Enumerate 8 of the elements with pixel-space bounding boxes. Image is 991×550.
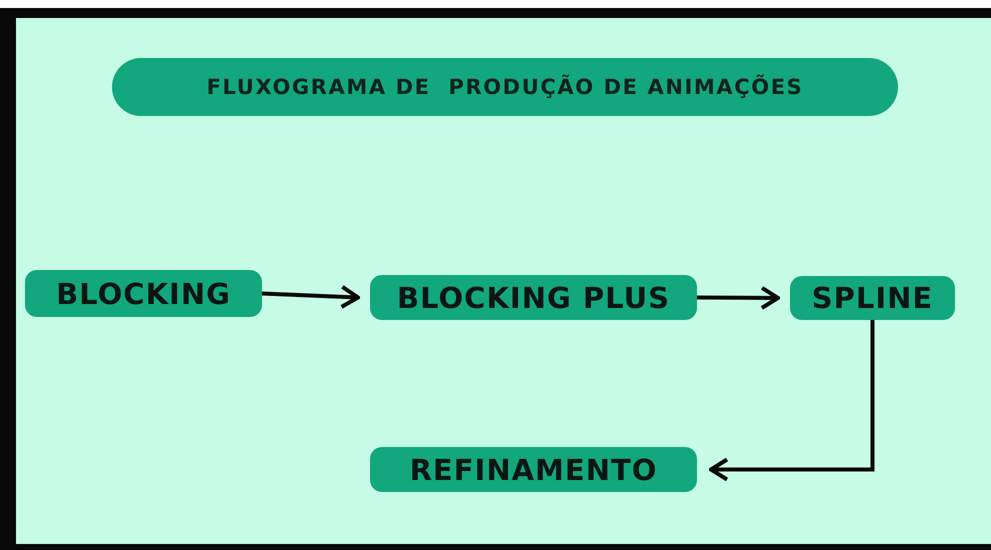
process-box: BLOCKING PLUS xyxy=(370,275,697,320)
arrow xyxy=(709,320,874,482)
arrow xyxy=(262,284,360,309)
arrow xyxy=(696,286,780,310)
process-box: SPLINE xyxy=(790,276,955,320)
process-box: BLOCKING xyxy=(25,270,262,317)
title-banner: FLUXOGRAMA DE PRODUÇÃO DE ANIMAÇÕES xyxy=(112,58,898,116)
process-box: REFINAMENTO xyxy=(370,447,697,492)
